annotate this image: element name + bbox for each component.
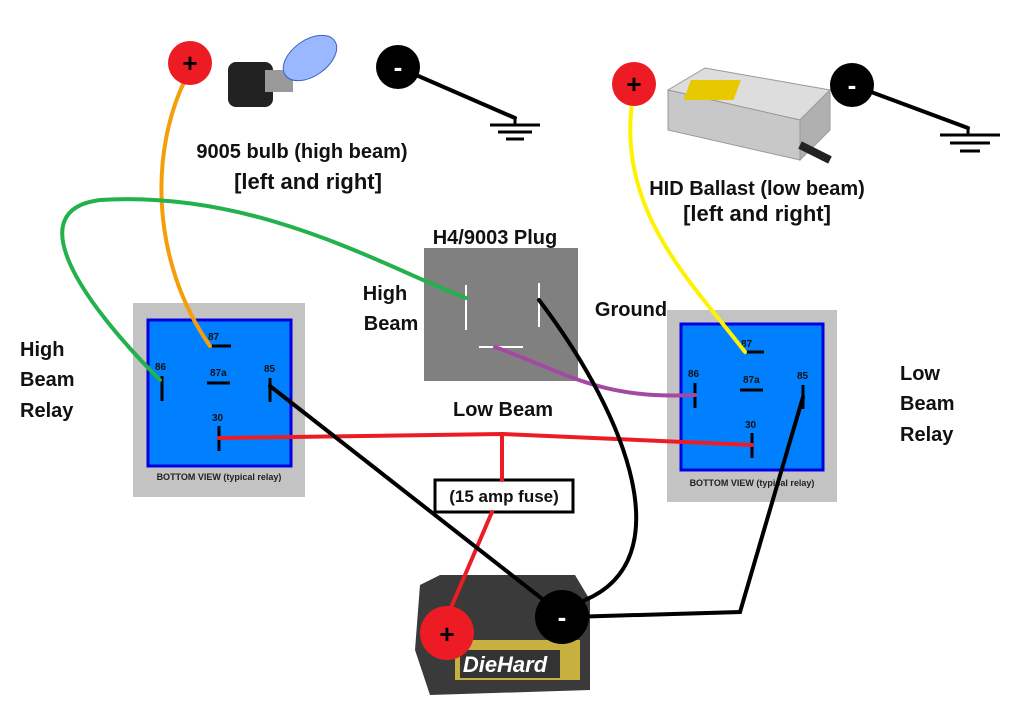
minus-terminal-bulb: -	[376, 45, 420, 89]
pin-87-label: 87	[741, 339, 753, 350]
ground-icon	[940, 128, 1000, 153]
pin-87a-label: 87a	[210, 368, 227, 379]
h4-plug	[424, 248, 578, 381]
battery-brand: DieHard	[463, 652, 548, 677]
minus-terminal-ballast: -	[830, 63, 874, 107]
wires	[60, 66, 970, 619]
plug-high-label-1: High	[363, 283, 407, 305]
wire-orange	[159, 76, 212, 348]
fuse-label: (15 amp fuse)	[449, 487, 559, 506]
svg-text:+: +	[439, 619, 454, 649]
wire-green	[60, 197, 468, 382]
pin-86-label: 86	[155, 362, 167, 373]
plug-ground-label: Ground	[595, 299, 667, 321]
pin-85-label: 85	[264, 364, 276, 375]
fuse-box	[433, 478, 575, 514]
svg-text:-: -	[558, 602, 567, 632]
pin-30-label: 30	[745, 420, 757, 431]
pin-30-label: 30	[212, 413, 224, 424]
wire-black-85-left	[268, 384, 552, 607]
right-relay-name-2: Beam	[900, 393, 954, 415]
bulb-image	[228, 34, 338, 107]
battery-minus-terminal: -	[535, 590, 589, 644]
left-relay-name-1: High	[20, 339, 64, 361]
wire-yellow	[628, 93, 747, 354]
pin-86-label: 86	[688, 369, 700, 380]
pin-87a-label: 87a	[743, 375, 760, 386]
wire-black-ground	[537, 298, 639, 602]
ground-icon	[490, 118, 540, 141]
battery-plus-terminal: +	[420, 606, 474, 660]
plug-title: H4/9003 Plug	[433, 227, 558, 249]
plug-low-label: Low Beam	[453, 399, 553, 421]
wire-red-fuse	[448, 432, 504, 612]
bulb-sublabel: [left and right]	[234, 169, 382, 194]
svg-text:+: +	[626, 69, 641, 99]
low-beam-relay: 87 86 87a 85 30 BOTTOM VIEW (typical rel…	[667, 310, 837, 502]
relay-caption: BOTTOM VIEW (typical relay)	[690, 478, 815, 488]
ballast-image	[666, 67, 832, 164]
wire-bulb-ground	[398, 66, 517, 120]
plug-high-label-2: Beam	[364, 313, 418, 335]
svg-text:+: +	[182, 48, 197, 78]
pin-85-label: 85	[797, 371, 809, 382]
pin-87-label: 87	[208, 332, 220, 343]
plus-terminal-ballast: +	[612, 62, 656, 106]
ballast-sublabel: [left and right]	[683, 201, 831, 226]
svg-text:-: -	[848, 70, 857, 100]
right-relay-name-1: Low	[900, 363, 940, 385]
plus-terminal-bulb: +	[168, 41, 212, 85]
wire-ballast-ground	[853, 84, 970, 130]
right-relay-name-3: Relay	[900, 424, 954, 446]
ballast-label: HID Ballast (low beam)	[649, 178, 865, 200]
high-beam-relay: 87 86 87a 85 30 BOTTOM VIEW (typical rel…	[133, 303, 305, 497]
bulb-label: 9005 bulb (high beam)	[196, 141, 407, 163]
relay-caption: BOTTOM VIEW (typical relay)	[157, 472, 282, 482]
left-relay-name-3: Relay	[20, 400, 74, 422]
svg-text:-: -	[394, 52, 403, 82]
wire-black-85-right	[568, 395, 805, 619]
left-relay-name-2: Beam	[20, 369, 74, 391]
wire-purple	[493, 345, 697, 398]
